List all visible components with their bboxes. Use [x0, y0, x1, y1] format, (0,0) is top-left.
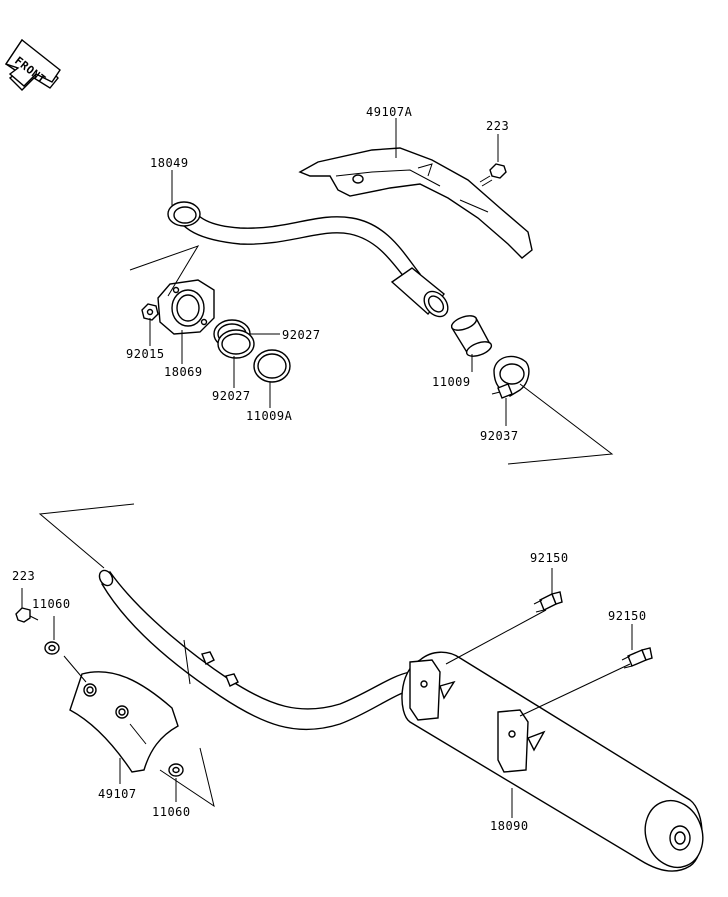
front-arrow-icon: FRONT [4, 38, 61, 91]
top-leader-lines [129, 118, 614, 465]
label-92015: 92015 [126, 347, 165, 361]
link-pipe [98, 569, 420, 731]
heat-guard-49107 [69, 671, 179, 773]
bottom-leader-lines [21, 503, 633, 818]
label-223-left: 223 [12, 569, 35, 583]
label-92037: 92037 [480, 429, 519, 443]
washer-11060-top [44, 641, 60, 655]
label-11009: 11009 [432, 375, 471, 389]
label-18090: 18090 [490, 819, 529, 833]
label-49107a: 49107A [366, 105, 413, 119]
label-92150-a: 92150 [530, 551, 569, 565]
label-92027-bottom: 92027 [212, 389, 251, 403]
washer-11060-bottom [168, 763, 184, 777]
label-92150-b: 92150 [608, 609, 647, 623]
flange-18069 [157, 279, 215, 335]
muffler-18090 [401, 651, 704, 872]
label-11060-top: 11060 [32, 597, 71, 611]
bolt-92150-a [533, 591, 563, 613]
gasket-11009a [253, 349, 291, 383]
heat-guard-49107a [298, 147, 533, 259]
label-11009a: 11009A [246, 409, 293, 423]
label-11060-bottom: 11060 [152, 805, 191, 819]
bolt-92150-b [621, 647, 653, 669]
label-92027-right: 92027 [282, 328, 321, 342]
label-223-top: 223 [486, 119, 509, 133]
label-18069: 18069 [164, 365, 203, 379]
gasket-11009 [450, 315, 493, 357]
clamp-92037 [491, 355, 530, 399]
exhaust-pipe-18049 [167, 201, 449, 318]
gasket-92027-b [217, 329, 255, 359]
label-49107: 49107 [98, 787, 137, 801]
label-18049: 18049 [150, 156, 189, 170]
bolt-223-top [479, 163, 507, 187]
nut-92015 [141, 303, 159, 321]
